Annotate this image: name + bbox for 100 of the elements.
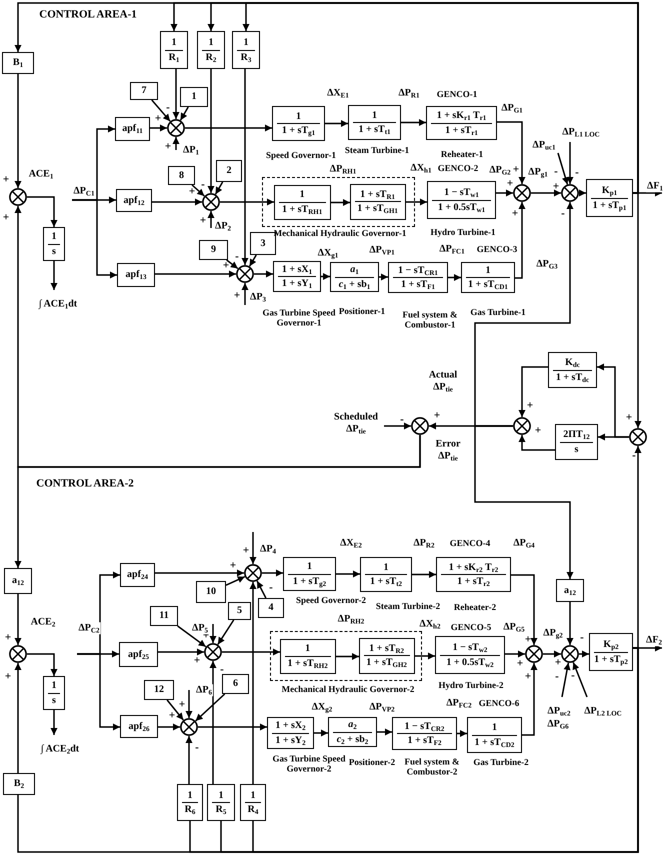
signal-arrow (72, 199, 117, 278)
denominator: 1 + sT$_{r2}$ (457, 576, 490, 588)
block-caption: Speed Governor-2 (295, 594, 367, 606)
denominator: 1 + sT$_{dc}$ (556, 372, 590, 383)
signal-arrow (27, 196, 58, 227)
gain-block (120, 715, 158, 738)
numerator: 1 (172, 37, 176, 48)
signal-arrow (172, 69, 180, 119)
numerator: 1 − sT$_{CR1}$ (398, 264, 438, 276)
area-title: CONTROL AREA-1 (38, 8, 138, 22)
numerator: K$_{p1}$ (602, 185, 618, 196)
signal-label: ΔP$_{C2}$ (78, 622, 100, 634)
signal-label: ΔP$_{6}$ (195, 684, 213, 696)
block-caption: GENCO-6 (478, 698, 520, 708)
signal-label: ΔP$_{VP2}$ (368, 701, 396, 713)
sign-label: + (164, 140, 172, 154)
signal-arrow (186, 736, 192, 784)
denominator: 1 + 0.5sT$_{w1}$ (438, 202, 486, 213)
signal-label: ΔF$_{2}$ (645, 634, 663, 646)
signal-label: ΔP$_{5}$ (191, 622, 209, 634)
numerator: 1 + sT$_{R2}$ (369, 642, 404, 654)
signal-arrow (522, 663, 538, 736)
signal-label: ΔP$_{L1 LOC}$ (561, 126, 601, 138)
sign-label: - (555, 670, 559, 684)
signal-arrow (222, 648, 280, 656)
signal-label: ΔX$_{E2}$ (339, 537, 363, 549)
sign-label: + (534, 424, 542, 438)
gain-block (119, 642, 158, 667)
gain-block (196, 581, 226, 603)
signal-arrow (166, 700, 184, 720)
block-caption: Reheater-1 (440, 148, 484, 160)
signal-arrow (566, 142, 574, 184)
numerator: 1 − sT$_{CR2}$ (404, 720, 444, 732)
block-label: 3 (260, 238, 266, 250)
signal-label: ΔP$_{g1}$ (527, 166, 549, 178)
transfer-function-block (360, 557, 412, 592)
summing-junction (561, 184, 579, 202)
signal-arrow (220, 198, 274, 206)
denominator: s (52, 694, 56, 706)
signal-arrow (474, 202, 574, 427)
denominator: 1 + sT$_{g1}$ (282, 125, 316, 136)
numerator: 1 (305, 643, 310, 655)
block-label: apf$_{25}$ (128, 648, 149, 660)
signal-label: ACE$_{1}$ (28, 168, 54, 180)
block-caption: GENCO-1 (436, 88, 478, 100)
block-label: 4 (268, 602, 274, 614)
numerator: 1 (492, 722, 497, 734)
signal-arrow (336, 570, 360, 578)
sign-label: + (512, 208, 518, 220)
numerator: 1 (208, 37, 214, 48)
sign-label: + (188, 186, 196, 198)
transfer-function-block (160, 31, 188, 69)
signal-arrow (448, 274, 461, 281)
transfer-function-block (358, 638, 415, 674)
signal-label: ΔX$_{E1}$ (326, 87, 350, 99)
denominator: R$_{3}$ (240, 52, 252, 63)
block-label: apf$_{24}$ (127, 569, 148, 581)
numerator: 1 + sX$_{1}$ (282, 264, 312, 275)
denominator: 1 + sT$_{GH1}$ (357, 203, 398, 215)
denominator: 1 + sT$_{r1}$ (445, 124, 478, 136)
transfer-function-block (207, 784, 235, 821)
denominator: s (574, 444, 578, 455)
block-label: B$_{1}$ (12, 57, 24, 69)
block-caption: Fuel system & Combustor-2 (404, 756, 460, 778)
transfer-function-block (589, 633, 633, 671)
numerator: a$_{1}$ (350, 264, 359, 276)
denominator: 1 + sT$_{F2}$ (407, 735, 442, 746)
signal-label: ΔP$_{1}$ (182, 144, 200, 156)
sign-label: + (4, 670, 12, 684)
transfer-function-block (348, 105, 401, 140)
sign-label: + (230, 560, 236, 572)
denominator: R$_{4}$ (248, 804, 258, 816)
denominator: 1 + sT$_{t1}$ (358, 124, 391, 136)
signal-arrow (250, 532, 256, 564)
signal-arrow (155, 270, 236, 278)
signal-label: ΔP$_{RH2}$ (336, 613, 366, 625)
gain-block (199, 240, 228, 260)
sign-label: + (194, 654, 200, 668)
numerator: 1 (244, 37, 248, 48)
sign-label: + (154, 112, 162, 126)
signal-arrow (208, 211, 214, 228)
transfer-function-block (392, 717, 457, 750)
sign-label: + (234, 290, 240, 302)
signal-arrow (177, 625, 206, 648)
summing-junction (513, 417, 531, 435)
denominator: R$_{5}$ (216, 804, 226, 816)
transfer-function-block (548, 352, 597, 388)
signal-arrow (406, 198, 427, 206)
numerator: 1 + sK$_{r1}$ T$_{r1}$ (436, 110, 486, 122)
signal-label: ΔP$_{FC2}$ (445, 697, 473, 709)
sign-label: + (2, 212, 10, 224)
signal-arrow (511, 574, 538, 645)
sign-label: + (434, 410, 440, 422)
numerator: K$_{dc}$ (565, 357, 580, 368)
numerator: K$_{p2}$ (603, 639, 619, 650)
signal-label: ΔP$_{3}$ (249, 291, 267, 303)
gain-block (216, 160, 242, 182)
gain-block (4, 568, 32, 594)
signal-label: ΔP$_{G5}$ (502, 621, 526, 633)
signal-arrow (412, 571, 436, 578)
